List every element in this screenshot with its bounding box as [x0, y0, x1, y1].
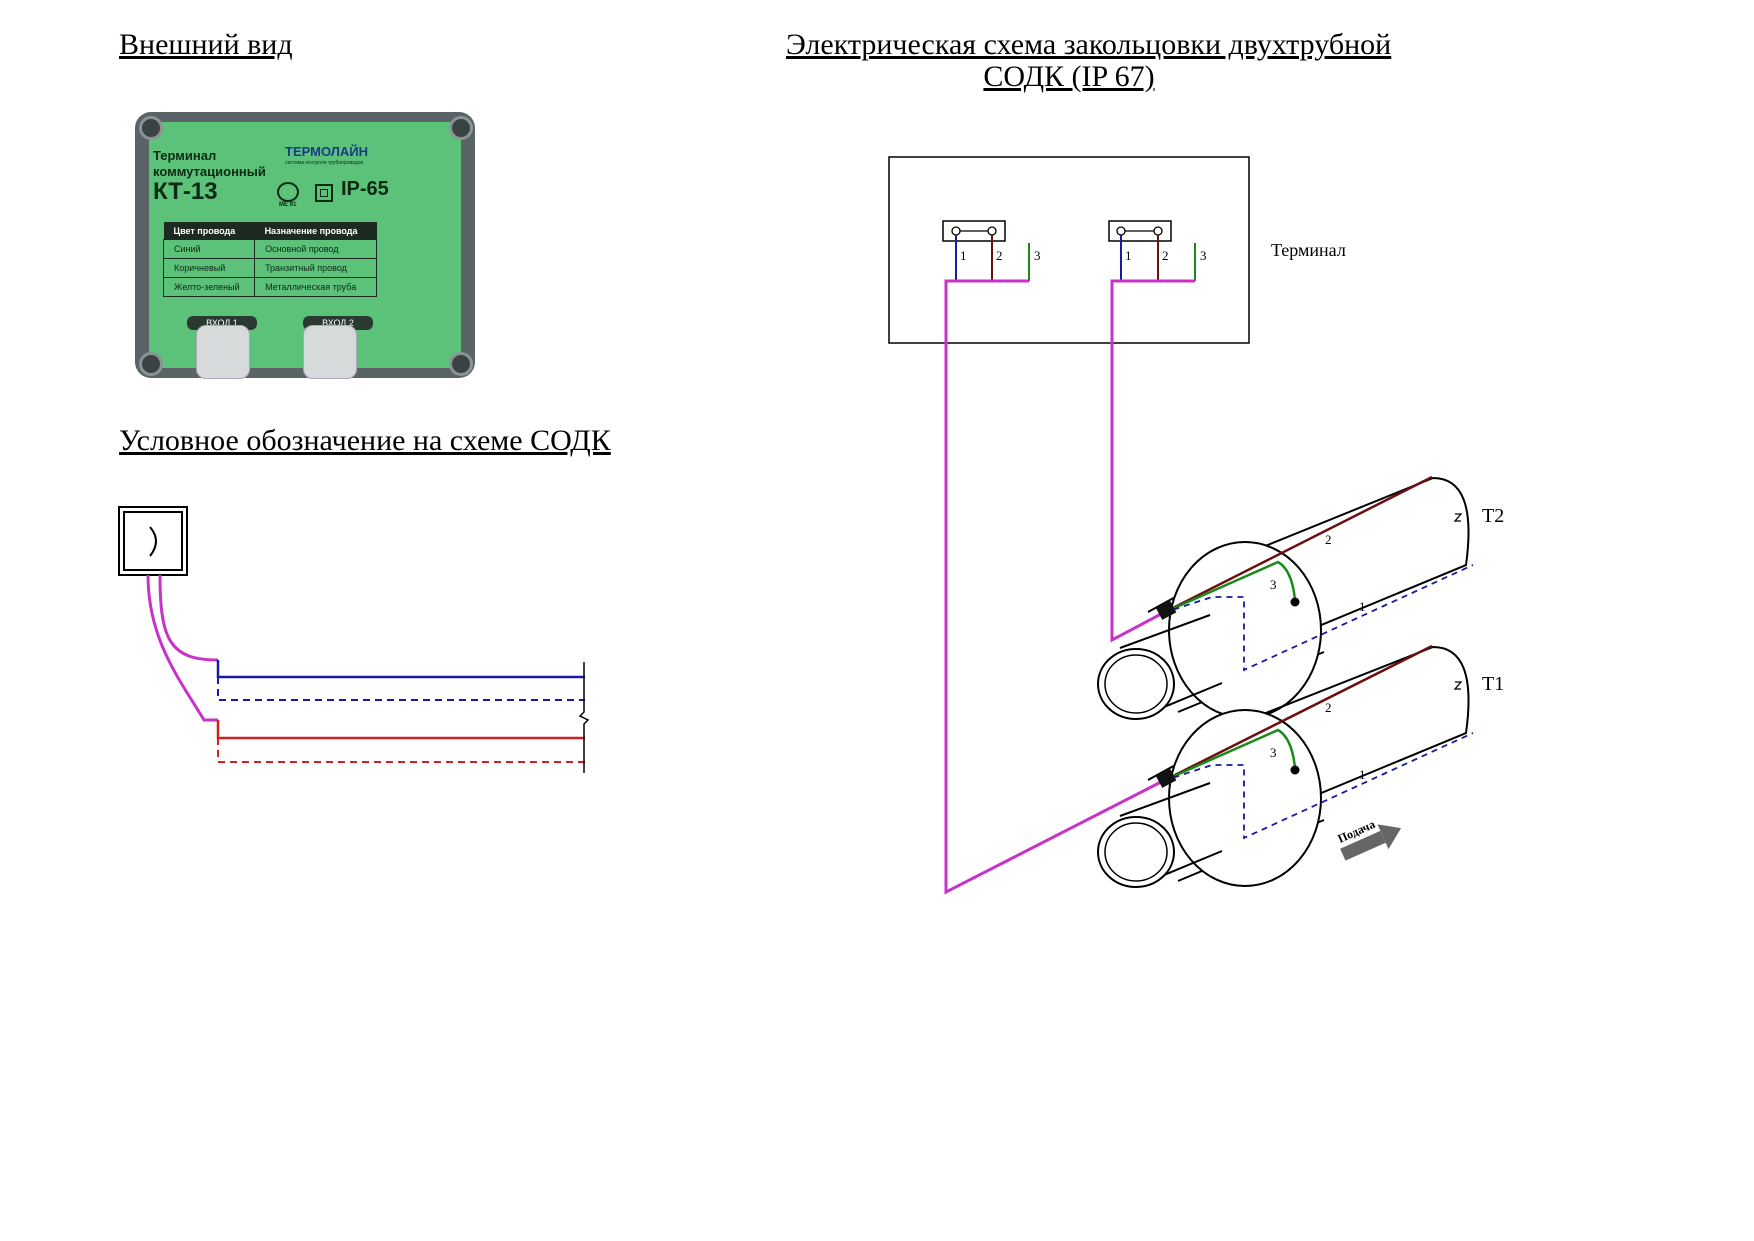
- double-square-icon: [315, 184, 333, 202]
- red-wire-dashed: [217, 738, 585, 763]
- pin-label: 2: [1162, 248, 1169, 263]
- blue-wire-solid: [216, 660, 585, 679]
- cert-icon: [277, 182, 299, 202]
- flow-arrow-icon: [1340, 824, 1402, 861]
- symbol-lead-2: [146, 574, 218, 722]
- pin-label: 1: [1125, 248, 1132, 263]
- pipe-t1-label-text: T1: [1482, 673, 1505, 695]
- device-brand: ТЕРМОЛАЙН: [285, 144, 368, 159]
- connector-block-2: [1108, 220, 1196, 343]
- cable-gland-2: [303, 325, 357, 379]
- schema-heading-line1: Электрическая схема закольцовки двухтруб…: [786, 28, 1392, 61]
- pipe-t1: [1097, 644, 1474, 888]
- terminal-box: [888, 156, 1250, 344]
- device-brand-sub: система контроля трубопроводов: [285, 160, 364, 166]
- appearance-heading: Внешний вид: [119, 28, 293, 61]
- wire-label: 3: [1270, 577, 1277, 592]
- pin-label: 3: [1200, 248, 1207, 263]
- table-cell: Металлическая труба: [254, 277, 377, 297]
- pin-label: 1: [960, 248, 967, 263]
- break-line: [578, 662, 590, 773]
- device-cert: МЕ 91: [279, 202, 297, 208]
- device-model: КТ-13: [153, 178, 218, 205]
- pipe-t2-label: T2: [1482, 505, 1504, 528]
- pipe-t2-label-text: T2: [1482, 505, 1505, 527]
- screw-icon: [139, 116, 163, 140]
- wire-label: 3: [1270, 745, 1277, 760]
- device-ip: IP-65: [341, 178, 389, 200]
- connector-block-1: [942, 220, 1030, 343]
- wire-label: 1: [1359, 599, 1366, 614]
- symbol-inner-box: [123, 511, 183, 571]
- table-header: Цвет провода: [163, 222, 255, 240]
- screw-icon: [449, 116, 473, 140]
- pin-label: 2: [996, 248, 1003, 263]
- screw-icon: [139, 352, 163, 376]
- device-title-line2: коммутационный: [153, 164, 266, 179]
- symbol-heading: Условное обозначение на схеме СОДК: [119, 424, 611, 457]
- pin-label: 3: [1034, 248, 1041, 263]
- wire-label: 2: [1325, 532, 1332, 547]
- magenta-run-to-t1: [944, 343, 1164, 895]
- red-wire-solid: [216, 720, 585, 740]
- wire-color-table: Цвет провода Назначение провода Синий Ос…: [162, 222, 377, 297]
- symbol-lead-1: [158, 574, 219, 662]
- schema-heading-line2: СОДК (IP 67): [983, 60, 1155, 93]
- table-cell: Желто-зеленый: [162, 277, 256, 297]
- table-header: Назначение провода: [254, 222, 377, 240]
- sodk-symbol: [118, 506, 590, 773]
- pipe-t1-label: T1: [1482, 673, 1504, 696]
- cable-gland-1: [196, 325, 250, 379]
- terminal-label: Терминал: [1271, 240, 1346, 260]
- table-row: Желто-зеленый Металлическая труба: [162, 277, 377, 297]
- magenta-run-to-t2: [1110, 343, 1164, 643]
- wire-label: 2: [1325, 700, 1332, 715]
- pipe-t2: [1097, 475, 1474, 720]
- symbol-outer-box: [118, 506, 188, 576]
- schema: 1 2 3 1 2 3: [888, 156, 1474, 895]
- screw-icon: [449, 352, 473, 376]
- wire-label: 1: [1359, 767, 1366, 782]
- blue-wire-dashed: [217, 677, 585, 701]
- symbol-arc: [149, 526, 157, 557]
- device-title-line1: Терминал: [153, 148, 217, 163]
- table-row: Синий Основной провод: [162, 239, 377, 259]
